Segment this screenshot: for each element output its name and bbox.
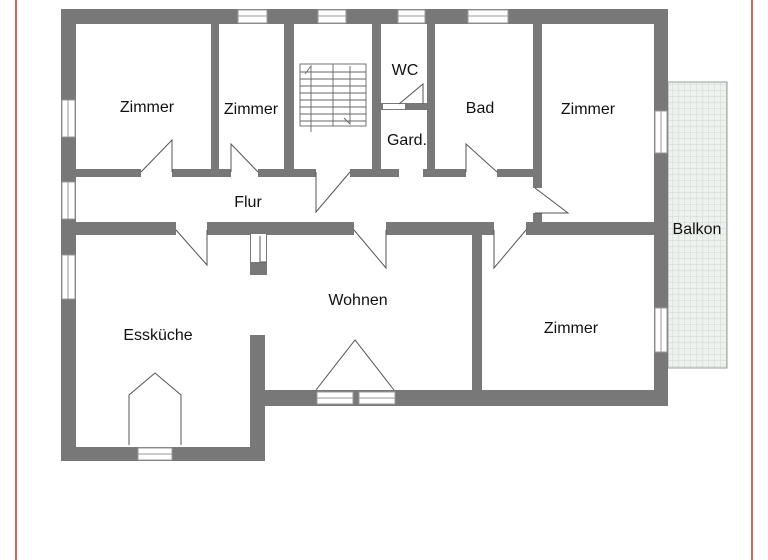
door-swings [128, 82, 570, 445]
room-labels: Zimmer Zimmer WC Gard. Bad Zimmer Flur B… [120, 62, 722, 344]
room-label-esskueche: Essküche [123, 327, 192, 344]
door-openings [141, 104, 543, 262]
room-label-flur: Flur [234, 194, 262, 211]
room-label-wohnen: Wohnen [328, 292, 387, 309]
room-label-wc: WC [392, 62, 419, 79]
room-label-gard: Gard. [387, 132, 427, 149]
staircase [299, 63, 367, 132]
room-label-balkon: Balkon [673, 221, 722, 238]
room-label-zimmer-2: Zimmer [224, 101, 279, 118]
window-mullions [67, 15, 662, 455]
windows [61, 9, 668, 461]
room-label-zimmer-4: Zimmer [544, 320, 599, 337]
room-label-zimmer-3: Zimmer [561, 101, 616, 118]
room-label-zimmer-1: Zimmer [120, 99, 175, 116]
room-label-bad: Bad [466, 100, 494, 117]
